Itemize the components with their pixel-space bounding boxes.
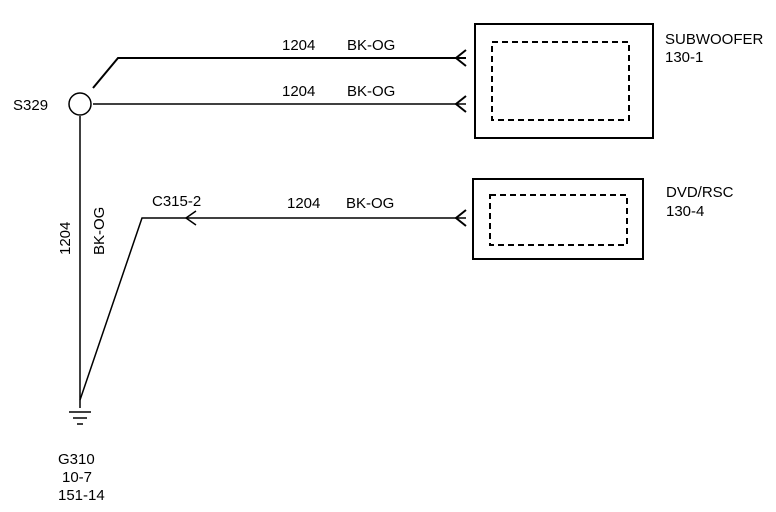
wire-upper-color: BK-OG <box>347 37 395 54</box>
dvd-rsc-name: DVD/RSC <box>666 184 734 201</box>
dvd-rsc-component <box>472 178 644 260</box>
subwoofer-ref: 130-1 <box>665 49 703 66</box>
connector-label: C315-2 <box>152 193 201 210</box>
dvd-rsc-inner <box>489 194 628 246</box>
connector-arrow-icon <box>184 210 197 226</box>
wire-dvd <box>79 217 466 401</box>
connector-arrow-icon <box>454 209 467 227</box>
wire-middle-color: BK-OG <box>347 83 395 100</box>
subwoofer-component <box>474 23 654 139</box>
wire-dvd-circuit: 1204 <box>287 195 320 212</box>
wire-middle-circuit: 1204 <box>282 83 315 100</box>
connector-arrow-icon <box>454 49 467 67</box>
connector-arrow-icon <box>454 95 467 113</box>
wire-upper-circuit: 1204 <box>282 37 315 54</box>
dvd-rsc-ref: 130-4 <box>666 203 704 220</box>
ground-ref-2: 151-14 <box>58 487 105 504</box>
subwoofer-inner <box>491 41 630 121</box>
ground-label: G310 <box>58 451 95 468</box>
wire-vertical-color: BK-OG <box>91 207 108 255</box>
wire-dvd-color: BK-OG <box>346 195 394 212</box>
wire-vertical-circuit: 1204 <box>57 222 74 255</box>
wire-upper <box>92 57 466 89</box>
ground-ref-1: 10-7 <box>62 469 92 486</box>
subwoofer-name: SUBWOOFER <box>665 31 764 48</box>
ground-icon <box>69 411 91 425</box>
splice-s329 <box>68 92 92 116</box>
splice-label: S329 <box>13 97 48 114</box>
